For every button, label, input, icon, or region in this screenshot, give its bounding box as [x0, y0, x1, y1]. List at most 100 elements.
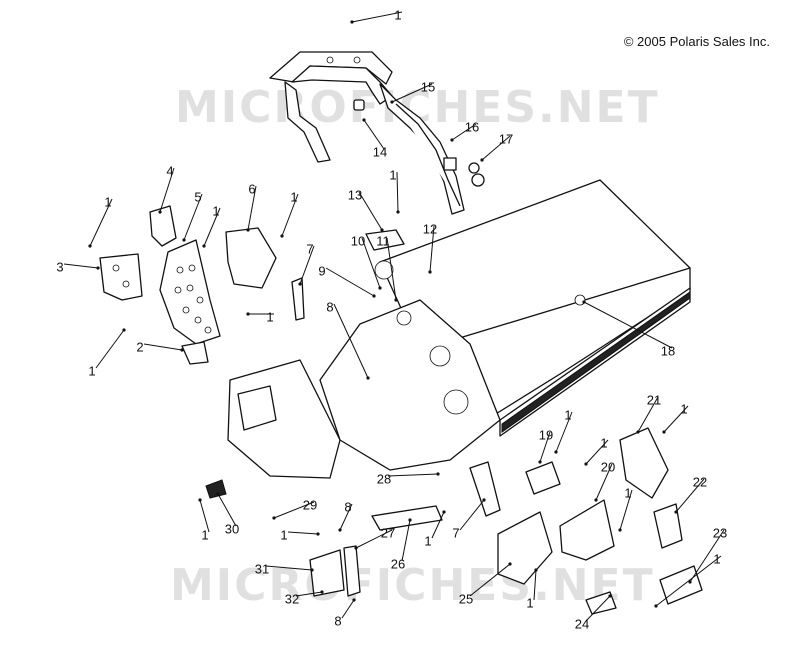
- leader-dot: [428, 270, 432, 274]
- callout-label: 4: [166, 163, 173, 178]
- leader-line: [339, 503, 353, 531]
- leader-dot: [198, 498, 202, 502]
- part-20-bracket: [559, 499, 615, 561]
- callout-label: 2: [136, 339, 143, 354]
- leader-line: [585, 595, 611, 622]
- part-4-bracket: [149, 205, 177, 247]
- callout-8: 8: [326, 299, 370, 380]
- callout-1: 1: [654, 551, 722, 608]
- callout-1: 1: [584, 435, 609, 466]
- part-13-mount: [365, 229, 405, 251]
- callout-1: 1: [554, 407, 573, 454]
- callout-23: 23: [688, 525, 727, 584]
- callout-11: 11: [376, 233, 398, 302]
- leader-dot: [390, 100, 394, 104]
- leader-line: [583, 301, 673, 349]
- leader-dot: [246, 312, 250, 316]
- leader-dot: [180, 348, 184, 352]
- callout-14: 14: [362, 118, 387, 159]
- callout-19: 19: [538, 427, 553, 464]
- callout-label: 7: [306, 241, 313, 256]
- callout-1: 1: [246, 309, 274, 324]
- callout-label: 1: [212, 203, 219, 218]
- part-31-27-bracket: [309, 545, 361, 597]
- leader-line: [675, 478, 705, 513]
- leader-line: [217, 493, 237, 527]
- callout-label: 10: [351, 233, 365, 248]
- callout-28: 28: [377, 471, 440, 486]
- callout-1: 1: [280, 527, 320, 542]
- callout-1: 1: [618, 485, 633, 532]
- leader-dot: [216, 492, 220, 496]
- callout-6: 6: [246, 181, 257, 232]
- leader-line: [555, 411, 573, 453]
- callout-label: 1: [104, 194, 111, 209]
- leader-line: [663, 405, 689, 433]
- part-21-bracket: [619, 427, 669, 499]
- leader-dot: [202, 244, 206, 248]
- leader-dot: [394, 298, 398, 302]
- callout-label: 18: [661, 343, 675, 358]
- leader-dot: [608, 594, 612, 598]
- part-7-strip-lower: [469, 461, 501, 517]
- leader-line: [459, 499, 485, 531]
- leader-line: [533, 569, 537, 601]
- leader-dot: [618, 528, 622, 532]
- leader-line: [637, 396, 659, 433]
- callout-10: 10: [351, 233, 382, 290]
- leader-dot: [380, 228, 384, 232]
- part-22-plate: [653, 503, 683, 549]
- part-30-pad: [205, 479, 227, 499]
- leader-line: [655, 555, 722, 607]
- leader-line: [689, 529, 725, 583]
- leader-dot: [272, 516, 276, 520]
- leader-line: [355, 529, 393, 549]
- part-7-strip-upper: [291, 277, 305, 321]
- leader-dot: [584, 462, 588, 466]
- callout-label: 1: [201, 527, 208, 542]
- leader-line: [363, 119, 385, 150]
- leader-dot: [338, 528, 342, 532]
- part-6-bracket: [225, 227, 277, 289]
- leader-line: [401, 519, 411, 562]
- leader-dot: [508, 562, 512, 566]
- leader-line: [63, 263, 99, 269]
- leader-dot: [372, 294, 376, 298]
- leader-line: [469, 563, 511, 597]
- leader-line: [595, 463, 613, 501]
- callout-31: 31: [255, 561, 314, 576]
- callout-3: 3: [56, 259, 100, 274]
- callout-label: 25: [459, 591, 473, 606]
- leader-dot: [158, 210, 162, 214]
- callout-32: 32: [285, 590, 324, 606]
- callout-26: 26: [391, 518, 412, 571]
- leader-dot: [674, 510, 678, 514]
- callout-2: 2: [136, 339, 184, 354]
- callout-label: 20: [601, 459, 615, 474]
- leader-dot: [320, 590, 324, 594]
- part-15-rear-bumper: [269, 51, 465, 215]
- callout-5: 5: [182, 189, 203, 242]
- leader-line: [159, 167, 175, 213]
- callout-label: 26: [391, 556, 405, 571]
- callout-1: 1: [198, 498, 210, 542]
- callout-label: 16: [465, 119, 479, 134]
- callout-label: 29: [303, 497, 317, 512]
- callout-1: 1: [280, 189, 299, 238]
- leader-dot: [350, 20, 354, 24]
- leader-dot: [366, 376, 370, 380]
- part-25-bracket: [497, 511, 553, 585]
- callout-20: 20: [594, 459, 615, 502]
- leader-dot: [436, 472, 440, 476]
- leader-dot: [298, 282, 302, 286]
- callout-label: 1: [624, 485, 631, 500]
- leader-line: [585, 439, 609, 465]
- leader-dot: [594, 498, 598, 502]
- leader-dot: [122, 328, 126, 332]
- leader-line: [95, 329, 125, 369]
- leader-dot: [362, 118, 366, 122]
- callout-label: 1: [394, 7, 401, 22]
- leader-dot: [246, 228, 250, 232]
